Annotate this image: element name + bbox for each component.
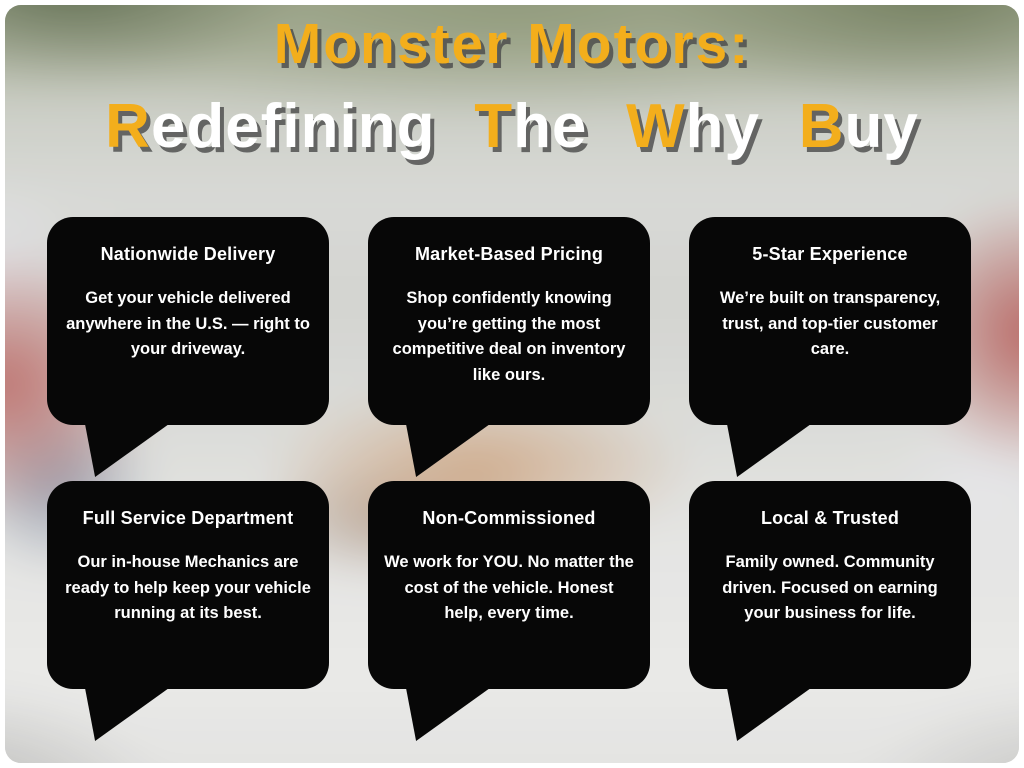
tagline: Redefining The Why Buy <box>5 91 1019 162</box>
bubble-title: Non-Commissioned <box>422 508 596 528</box>
speech-tail <box>727 424 811 477</box>
bubble-5-star-experience: 5-Star Experience We’re built on transpa… <box>689 217 971 477</box>
bubble-nationwide-delivery: Nationwide Delivery Get your vehicle del… <box>47 217 329 477</box>
tagline-word: Why <box>626 92 760 161</box>
bubble-title: Nationwide Delivery <box>100 244 276 264</box>
brand-title: Monster Motors: <box>273 12 751 76</box>
bubble-title: 5-Star Experience <box>752 244 908 264</box>
bubble-body: Get your vehicle delivered anywhere in t… <box>66 289 310 359</box>
bubble-title: Full Service Department <box>82 508 294 528</box>
bubble-full-service-department: Full Service Department Our in-house Mec… <box>47 481 329 741</box>
bubble-body: We’re built on transparency, trust, and … <box>719 289 941 359</box>
bubble-body: Shop confidently knowing you’re getting … <box>392 289 626 384</box>
bubble-body: We work for YOU. No matter the cost of t… <box>384 553 634 623</box>
poster-canvas: Monster Motors: Redefining The Why Buy N… <box>5 5 1019 763</box>
bubble-market-based-pricing: Market-Based Pricing Shop confidently kn… <box>368 217 650 477</box>
bubble-non-commissioned: Non-Commissioned We work for YOU. No mat… <box>368 481 650 741</box>
bubble-body: Family owned. Community driven. Focused … <box>722 553 938 623</box>
bubble-body: Our in-house Mechanics are ready to help… <box>65 553 311 623</box>
speech-tail <box>85 424 169 477</box>
speech-tail <box>406 424 490 477</box>
tagline-word: Buy <box>798 92 919 161</box>
header: Monster Motors: Redefining The Why Buy <box>5 11 1019 162</box>
feature-bubble-grid: Nationwide Delivery Get your vehicle del… <box>47 217 971 741</box>
bubble-title: Market-Based Pricing <box>414 244 604 264</box>
tagline-word: Redefining <box>105 92 436 161</box>
bubble-local-and-trusted: Local & Trusted Family owned. Community … <box>689 481 971 741</box>
bubble-title: Local & Trusted <box>760 508 900 528</box>
tagline-word: The <box>474 92 588 161</box>
